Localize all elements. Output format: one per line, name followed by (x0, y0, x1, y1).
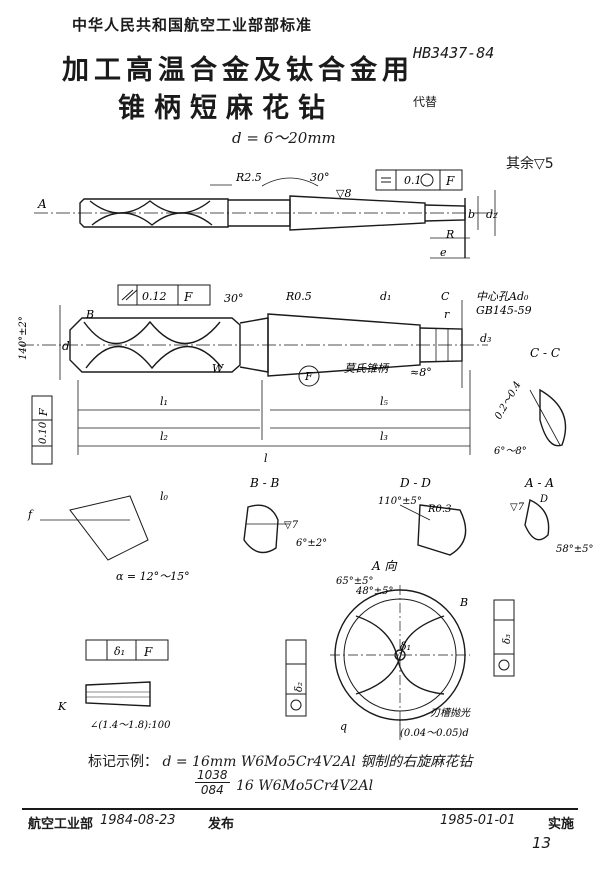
dim-f: f (27, 508, 34, 521)
replace-label: 代替 (413, 95, 438, 109)
footer-issue-date: 1984-08-23 (100, 813, 176, 828)
taper-ratio: ∠(1.4～1.8):100 (90, 720, 171, 731)
delta-1: δ₁ (400, 640, 411, 653)
dim-e: e (440, 246, 447, 259)
dim-l5: l₅ (380, 395, 389, 408)
standard-code: HB3437-84 (413, 44, 495, 62)
marking-example: 标记示例： d = 16mm W6Mo5Cr4V2Al 钢制的右旋麻花钻 (88, 751, 472, 771)
dim-l0: l₀ (160, 490, 169, 503)
dim-d1: d₁ (380, 290, 391, 303)
section-bb-title: B - B (249, 476, 280, 490)
dim-l1: l₁ (160, 395, 168, 408)
dim-w: W (212, 362, 225, 375)
cc-angle: 6°～8° (494, 446, 527, 457)
cc-dimension: 0.2～0.4 (493, 380, 523, 422)
morse-taper-label: 莫氏锥柄 (344, 362, 390, 375)
view-a-title: A 向 (371, 559, 397, 573)
view-b-mark: B (459, 596, 468, 609)
section-k-mark: K (57, 700, 67, 713)
section-dd-title: D - D (399, 476, 431, 490)
footer-effective-label: 实施 (548, 817, 575, 832)
aa-surface: ▽7 (510, 502, 525, 513)
surface-rest-note: 其余▽5 (506, 156, 554, 172)
radius-05: R0.5 (285, 290, 312, 303)
title-line-2: 锥柄短麻花钻 (118, 93, 334, 124)
tolerance-left-value: 0.10 (38, 421, 49, 444)
marking-fraction: 1038 084 (195, 768, 230, 797)
standard-org: 中华人民共和国航空工业部部标准 (72, 16, 313, 34)
aa-angle: 58°±5° (556, 544, 593, 555)
dd-radius: R0.3 (427, 504, 451, 515)
title-line-1: 加工高温合金及钛合金用 (62, 55, 414, 86)
dim-l3: l₃ (380, 430, 388, 443)
datum-ref-left: F (37, 408, 50, 417)
center-hole-label: 中心孔Ad₀ (476, 290, 529, 303)
clearance-angle: α = 12°～15° (116, 570, 190, 583)
footer-issue-label: 发布 (208, 817, 235, 832)
delta-3: δ₃ (502, 634, 513, 644)
angle-30: 30° (224, 292, 244, 305)
dim-r-small: r (444, 308, 450, 321)
symmetry-datum: F (143, 645, 153, 659)
dim-b: b (468, 208, 475, 221)
dim-l2: l₂ (160, 430, 168, 443)
section-c-mark: C (441, 290, 450, 303)
dim-r: R (445, 228, 454, 241)
point-angle: 140°±2° (18, 316, 29, 360)
angle-65: 65°±5° (336, 576, 373, 587)
marking-line-1: d = 16mm W6Mo5Cr4V2Al 钢制的右旋麻花钻 (162, 754, 473, 770)
datum-f-circle: F (304, 370, 313, 383)
datum-ref-mid: F (183, 290, 193, 304)
footer-issuer: 航空工业部 (28, 817, 94, 832)
diameter-range: d = 6～20mm (232, 129, 336, 147)
footer-effective-date: 1985-01-01 (440, 813, 516, 828)
delta-2: δ₂ (294, 682, 305, 692)
taper-angle: ≈8° (410, 366, 432, 379)
flute-polish: 刃槽抛光 (430, 707, 471, 719)
page-number: 13 (532, 834, 552, 852)
footer-rule (22, 808, 578, 810)
dim-d2: d₂ (486, 208, 497, 221)
fraction-top: 1038 (195, 768, 230, 783)
view-marker-a: A (37, 197, 47, 211)
dim-d: d (62, 339, 70, 353)
aa-d-mark: D (539, 494, 548, 505)
section-aa-title: A - A (524, 476, 554, 490)
radius-label: R2.5 (235, 171, 262, 184)
section-b-mark: B (85, 308, 94, 321)
tolerance-value: 0.1 (404, 174, 422, 187)
section-cc-title: C - C (530, 346, 560, 360)
dim-l: l (264, 452, 268, 465)
fraction-bottom: 084 (200, 783, 224, 797)
datum-ref: F (445, 174, 455, 188)
angle-label: 30° (310, 171, 330, 184)
symmetry-delta: δ₁ (114, 645, 125, 658)
dim-q: q (340, 720, 347, 733)
surface-mark: ▽8 (336, 187, 351, 200)
angle-48: 48°±5° (355, 586, 393, 597)
marking-label: 标记示例： (88, 754, 158, 770)
bb-surface: ▽7 (284, 520, 299, 531)
dd-angle: 110°±5° (378, 496, 422, 507)
runout-note: (0.04～0.05)d (400, 728, 469, 739)
bb-angle: 6°±2° (296, 538, 327, 549)
tolerance-mid-value: 0.12 (142, 290, 167, 303)
gb-reference: GB145-59 (476, 304, 532, 317)
dim-d3: d₃ (480, 332, 491, 345)
marking-line-2: 16 W6Mo5Cr4V2Al (236, 778, 374, 794)
